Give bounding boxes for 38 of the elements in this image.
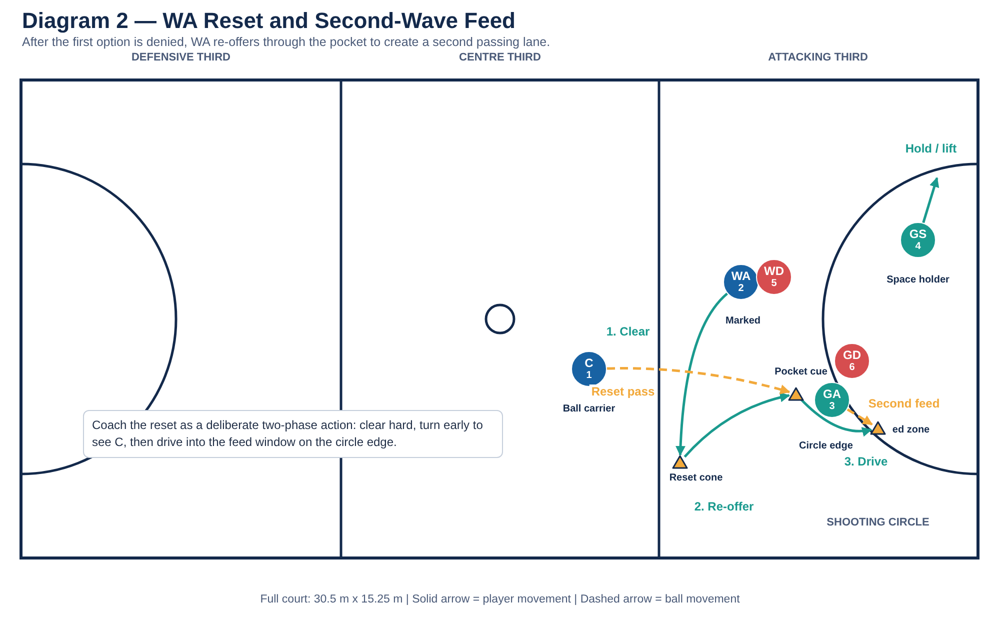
role-label: Circle edge: [799, 440, 853, 454]
position-code: GS: [909, 228, 927, 241]
zone-label: CENTRE THIRD: [459, 50, 541, 66]
role-label: Marked: [726, 314, 760, 328]
role-label: Ball carrier: [562, 402, 616, 416]
position-code: WD: [764, 265, 784, 278]
position-code: C: [584, 357, 594, 370]
caption: Full court: 30.5 m x 15.25 m | Solid arrow = player movement | Dashed arrow = ball movement: [260, 592, 740, 608]
zone-label: SHOOTING CIRCLE: [826, 516, 930, 530]
zone-label: ATTACKING THIRD: [768, 50, 868, 66]
cone-icon: [672, 455, 688, 469]
diagram-title: Diagram 2 — WA Reset and Second-Wave Feed: [22, 7, 516, 35]
player-number: 2: [738, 283, 744, 294]
position-code: GA: [823, 388, 841, 401]
player-number: 6: [849, 362, 855, 373]
dashed-arrow: [606, 367, 790, 394]
player-number: 5: [771, 278, 777, 289]
marker-label: Pocket cue: [774, 366, 828, 380]
marker-label: ed zone: [892, 424, 930, 438]
player-number: 4: [915, 241, 921, 252]
marker-label: Reset cone: [669, 472, 723, 486]
cone-icon: [788, 387, 804, 401]
cone-icon: [870, 421, 886, 435]
coach-note: [83, 410, 503, 458]
arrow: [684, 392, 790, 458]
subtitle: After the first option is denied, WA re-offers through the pocket to create a second passing lane.: [22, 35, 550, 50]
position-code: GD: [843, 349, 861, 362]
dashed-arrow: [846, 408, 873, 426]
arrow: [922, 177, 940, 224]
player-number: 1: [586, 370, 592, 381]
note-text: Coach the reset as a deliberate two-phase action: clear hard, turn early to see C, then drive into the feed window on the circle edge.: [92, 417, 484, 451]
arrow: [676, 292, 728, 456]
zone-label: DEFENSIVE THIRD: [132, 50, 230, 66]
position-code: WA: [731, 270, 751, 283]
player-number: 3: [829, 401, 835, 412]
role-label: Space holder: [886, 274, 950, 288]
arrow: [800, 398, 872, 436]
edge-label: Reset pass: [589, 384, 657, 400]
